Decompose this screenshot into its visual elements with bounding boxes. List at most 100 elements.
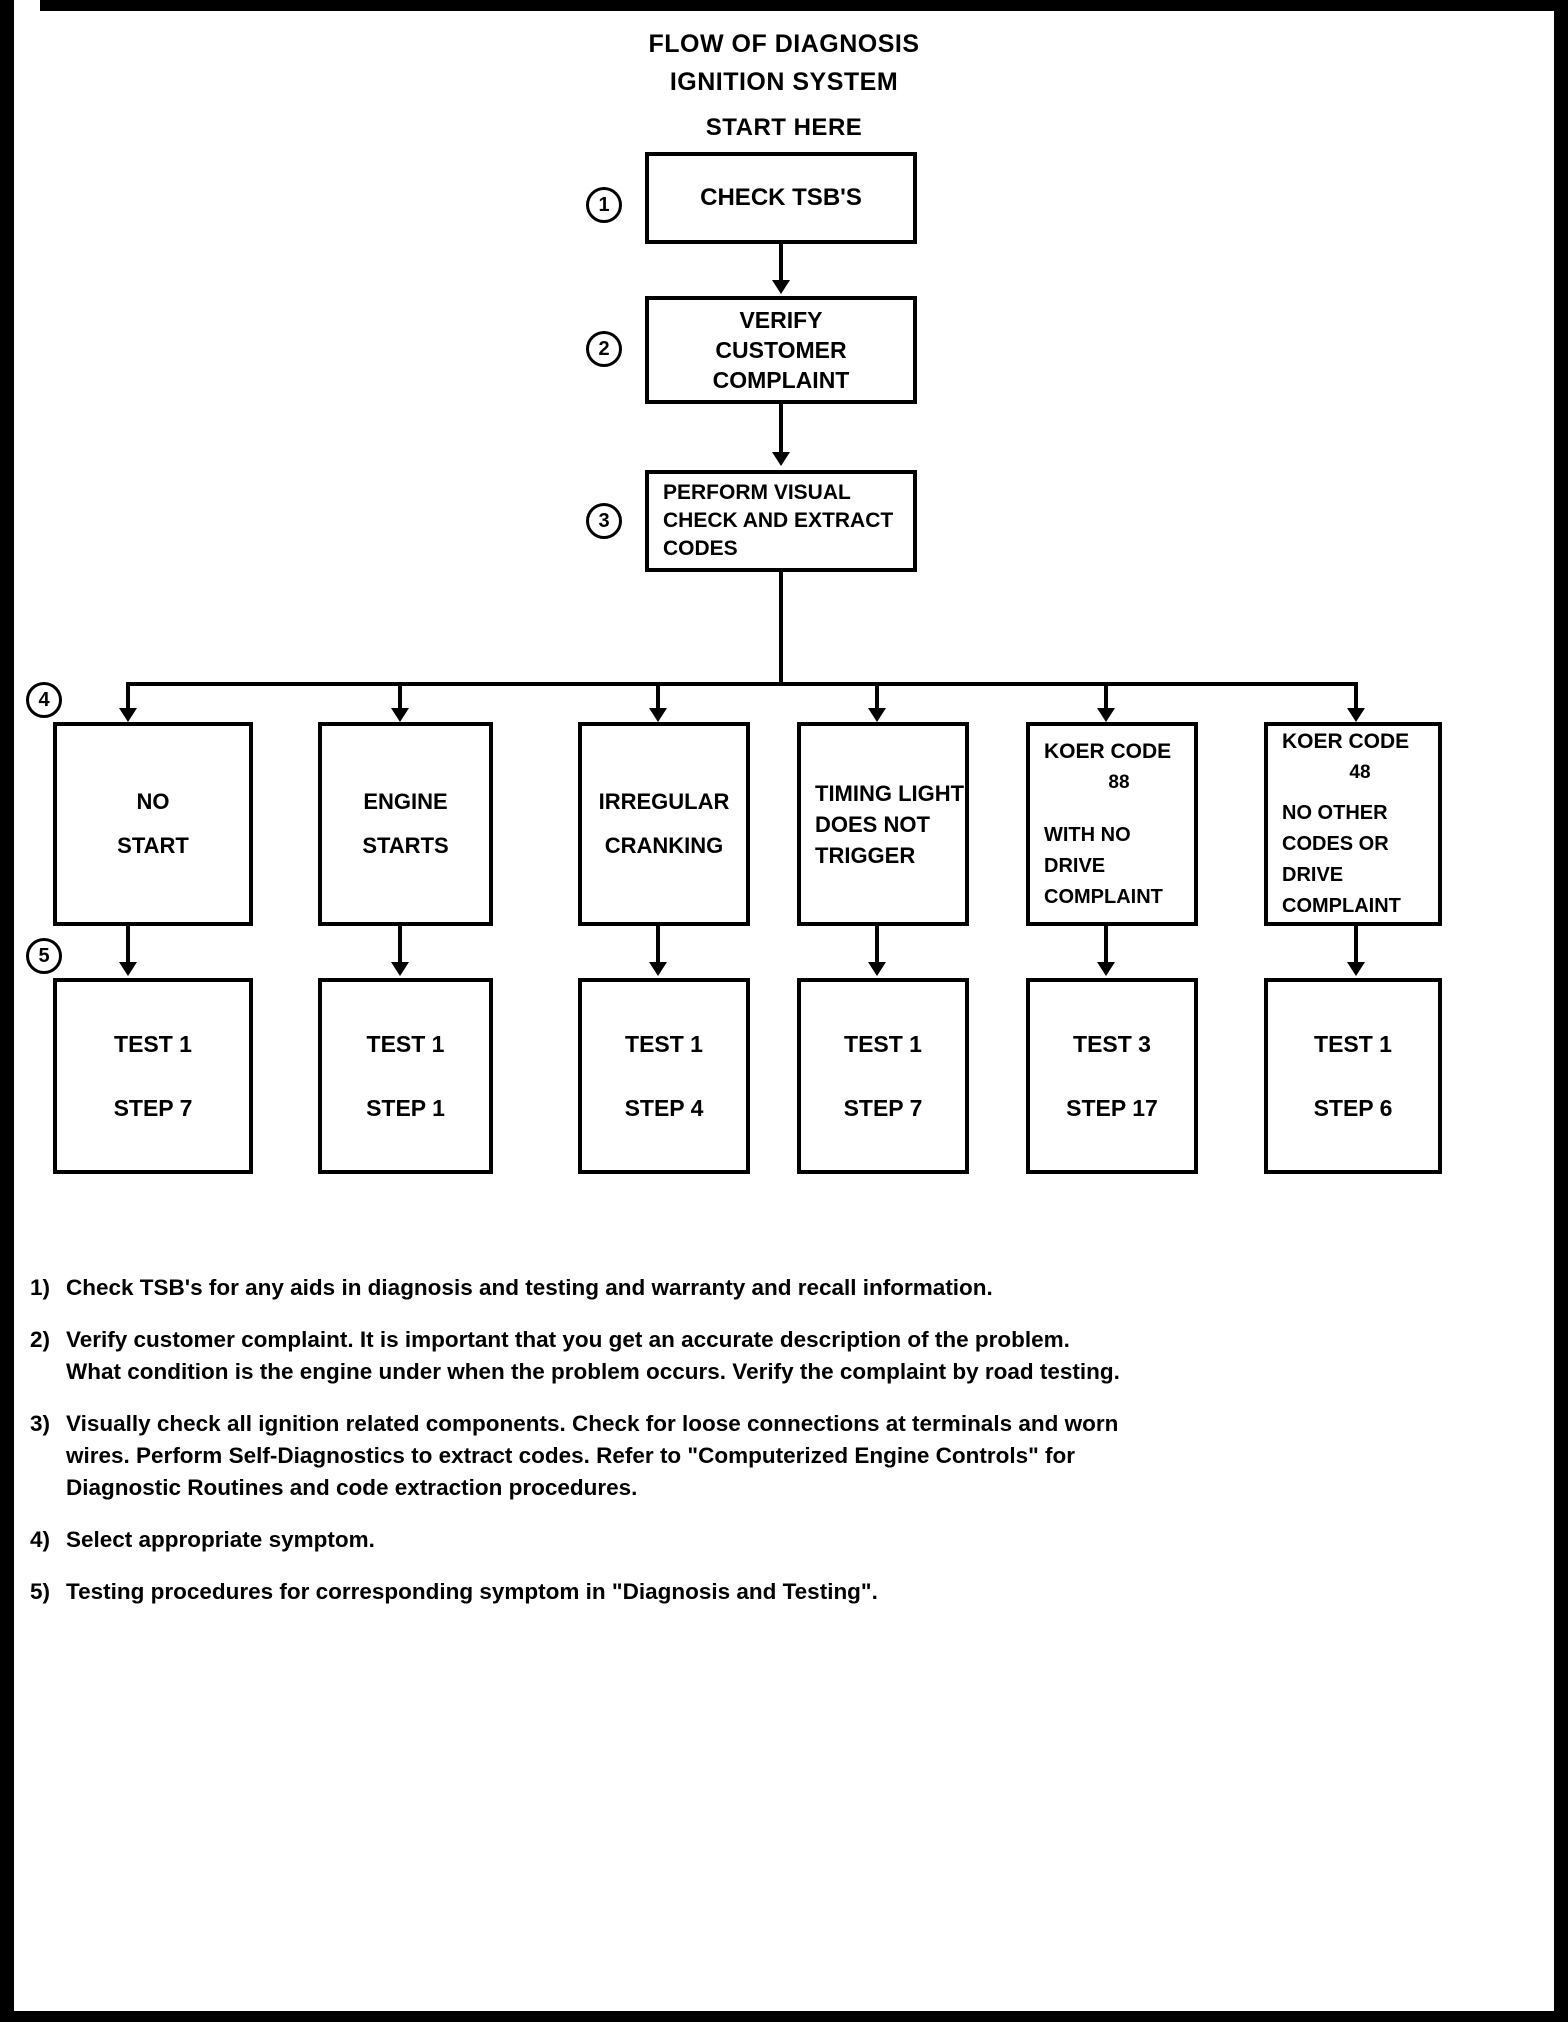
arrowhead-into-box2	[772, 280, 790, 294]
arrowhead-into-symptom-6	[1347, 708, 1365, 722]
connector-symptom-5-to-test-5	[1104, 926, 1108, 964]
step-number-bubble-2: 2	[586, 331, 622, 367]
note-item: 4) Select appropriate symptom.	[30, 1524, 1430, 1556]
note-body: Visually check all ignition related comp…	[66, 1408, 1430, 1504]
test-3-line-2: STEP 4	[624, 1095, 704, 1121]
note-item: 5) Testing procedures for corresponding …	[30, 1576, 1430, 1608]
connector-bus-to-symptom-2	[398, 682, 402, 710]
note-line: Visually check all ignition related comp…	[66, 1411, 1119, 1436]
test-6-line-2: STEP 6	[1313, 1095, 1393, 1121]
symptom-6-line-3: NO OTHER	[1282, 802, 1388, 824]
note-number: 2)	[30, 1327, 51, 1352]
symptom-4-line-1: TIMING LIGHT	[815, 780, 965, 806]
note-line: Select appropriate symptom.	[66, 1527, 375, 1552]
symptom-box-koer-code-48: KOER CODE 48 NO OTHER CODES OR DRIVE COM…	[1264, 722, 1442, 926]
test-2-line-1: TEST 1	[366, 1031, 445, 1057]
connector-symptom-2-to-test-2	[398, 926, 402, 964]
test-6-line-1: TEST 1	[1314, 1031, 1392, 1057]
step-number-bubble-3: 3	[586, 503, 622, 539]
symptom-4-line-3: TRIGGER	[815, 842, 916, 868]
step-number-3: 3	[598, 509, 610, 532]
symptom-box-koer-code-88: KOER CODE 88 WITH NO DRIVE COMPLAINT	[1026, 722, 1198, 926]
symptom-box-no-start: NO START	[53, 722, 253, 926]
note-line: Check TSB's for any aids in diagnosis an…	[66, 1275, 993, 1300]
note-number: 5)	[30, 1579, 51, 1604]
note-body: Verify customer complaint. It is importa…	[66, 1324, 1430, 1388]
step-number-2: 2	[598, 337, 610, 360]
connector-box2-to-box3	[779, 404, 783, 454]
note-body: Select appropriate symptom.	[66, 1524, 1430, 1556]
connector-box1-to-box2	[779, 244, 783, 282]
test-box-3: TEST 1 STEP 4	[578, 978, 750, 1174]
flow-node-visual-line-1: PERFORM VISUAL	[663, 481, 851, 504]
test-box-2: TEST 1 STEP 1	[318, 978, 493, 1174]
test-5-line-1: TEST 3	[1073, 1031, 1151, 1057]
connector-symptom-3-to-test-3	[656, 926, 660, 964]
arrowhead-into-symptom-5	[1097, 708, 1115, 722]
arrowhead-into-symptom-4	[868, 708, 886, 722]
arrowhead-into-test-4	[868, 962, 886, 976]
note-line: Verify customer complaint. It is importa…	[66, 1327, 1070, 1352]
arrowhead-into-symptom-3	[649, 708, 667, 722]
symptom-box-timing-light-does-not-trigger: TIMING LIGHT DOES NOT TRIGGER	[797, 722, 969, 926]
symptom-5-line-4: DRIVE	[1044, 854, 1106, 877]
connector-symptom-1-to-test-1	[126, 926, 130, 964]
symptom-4-line-2: DOES NOT	[815, 811, 930, 837]
note-body: Testing procedures for corresponding sym…	[66, 1576, 1430, 1608]
flow-node-check-tsbs-line-1: CHECK TSB'S	[700, 184, 862, 211]
flow-node-perform-visual-check: PERFORM VISUAL CHECK AND EXTRACT CODES	[645, 470, 917, 572]
symptom-2-line-2: STARTS	[362, 833, 449, 858]
symptom-box-irregular-cranking: IRREGULAR CRANKING	[578, 722, 750, 926]
step-number-4: 4	[38, 688, 50, 711]
symptom-5-code: 88	[1108, 771, 1130, 793]
connector-bus-to-symptom-6	[1354, 682, 1358, 710]
note-line: Diagnostic Routines and code extraction …	[66, 1475, 638, 1500]
step-number-bubble-1: 1	[586, 187, 622, 223]
test-box-6: TEST 1 STEP 6	[1264, 978, 1442, 1174]
note-item: 2) Verify customer complaint. It is impo…	[30, 1324, 1430, 1388]
step-number-bubble-5: 5	[26, 938, 62, 974]
step-number-bubble-4: 4	[26, 682, 62, 718]
arrowhead-into-test-1	[119, 962, 137, 976]
flow-node-visual-line-2: CHECK AND EXTRACT	[663, 509, 894, 532]
symptom-6-code: 48	[1349, 762, 1371, 783]
arrowhead-into-test-5	[1097, 962, 1115, 976]
page-border-left	[0, 0, 14, 2022]
diagram-title-line-2: IGNITION SYSTEM	[669, 68, 899, 96]
note-number: 1)	[30, 1275, 51, 1300]
connector-symptom-4-to-test-4	[875, 926, 879, 964]
test-1-line-1: TEST 1	[114, 1031, 192, 1057]
note-line: wires. Perform Self-Diagnostics to extra…	[66, 1443, 1076, 1468]
note-line: Testing procedures for corresponding sym…	[66, 1579, 878, 1604]
symptom-3-line-1: IRREGULAR	[598, 789, 730, 814]
symptom-6-line-4: CODES OR	[1282, 833, 1389, 855]
step-number-5: 5	[38, 944, 50, 967]
test-4-line-2: STEP 7	[843, 1095, 923, 1121]
symptom-5-line-5: COMPLAINT	[1044, 885, 1163, 908]
note-item: 1) Check TSB's for any aids in diagnosis…	[30, 1272, 1430, 1304]
arrowhead-into-test-2	[391, 962, 409, 976]
symptom-6-line-5: DRIVE	[1282, 864, 1344, 886]
symptom-box-engine-starts: ENGINE STARTS	[318, 722, 493, 926]
symptom-1-line-2: START	[117, 833, 189, 858]
test-box-5: TEST 3 STEP 17	[1026, 978, 1198, 1174]
start-here-label: START HERE	[705, 114, 863, 141]
flow-node-visual-line-3: CODES	[663, 537, 738, 560]
symptom-1-line-1: NO	[136, 789, 170, 814]
connector-bus-to-symptom-5	[1104, 682, 1108, 710]
notes-list: 1) Check TSB's for any aids in diagnosis…	[30, 1272, 1430, 1628]
symptom-5-line-3: WITH NO	[1044, 823, 1131, 846]
symptom-3-line-2: CRANKING	[604, 833, 724, 858]
symptom-5-line-1: KOER CODE	[1044, 739, 1172, 763]
note-number: 3)	[30, 1411, 51, 1436]
arrowhead-into-test-3	[649, 962, 667, 976]
connector-bus-to-symptom-1	[126, 682, 130, 710]
test-1-line-2: STEP 7	[113, 1095, 193, 1121]
flow-node-verify-line-1: VERIFY	[739, 307, 823, 333]
test-3-line-1: TEST 1	[625, 1031, 703, 1057]
note-item: 3) Visually check all ignition related c…	[30, 1408, 1430, 1504]
connector-bus-to-symptom-3	[656, 682, 660, 710]
test-box-4: TEST 1 STEP 7	[797, 978, 969, 1174]
flow-node-check-tsbs: CHECK TSB'S	[645, 152, 917, 244]
